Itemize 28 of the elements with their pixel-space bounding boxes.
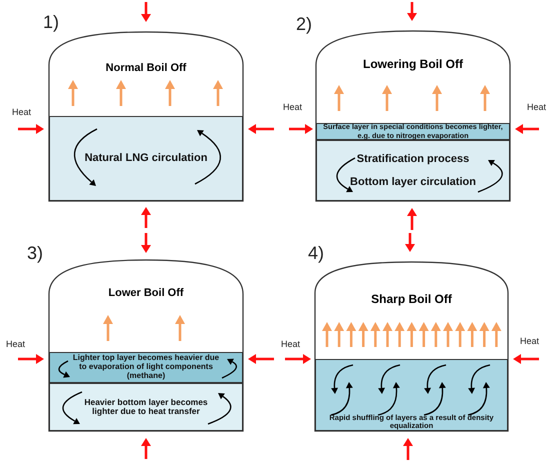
liquid-layer [49, 116, 243, 201]
panel-number: 1) [43, 12, 60, 33]
layer-text: Lighter top layer becomes heavier due to evaporation of light components (methane) [72, 354, 220, 381]
boil-off-heading: Lower Boil Off [107, 287, 185, 299]
layer-text: Stratification process [356, 152, 470, 165]
storage-tank [316, 31, 510, 201]
liquid-layer [315, 359, 508, 431]
layer-text: Bottom layer circulation [349, 176, 477, 188]
boil-off-heading: Normal Boil Off [104, 62, 188, 74]
heat-label: Heat [6, 339, 26, 349]
panel-number: 4) [308, 243, 324, 264]
heat-label: Heat [283, 102, 302, 112]
storage-tank [49, 260, 243, 431]
heat-label: Heat [12, 107, 32, 117]
storage-tank [49, 32, 243, 201]
heat-label: Heat [520, 336, 540, 346]
storage-tank [315, 262, 508, 431]
liquid-layer [316, 140, 510, 201]
panel-number: 2) [296, 14, 312, 35]
heat-label: Heat [527, 102, 546, 112]
boil-off-heading: Lowering Boil Off [362, 57, 464, 71]
heat-label: Heat [281, 339, 300, 349]
layer-text: Heavier bottom layer becomes lighter due to heat transfer [83, 398, 209, 416]
liquid-layer [49, 383, 243, 431]
layer-text: Natural LNG circulation [84, 152, 208, 165]
panel-number: 3) [27, 243, 44, 264]
boil-off-heading: Sharp Boil Off [370, 292, 453, 306]
liquid-layer [49, 352, 243, 383]
